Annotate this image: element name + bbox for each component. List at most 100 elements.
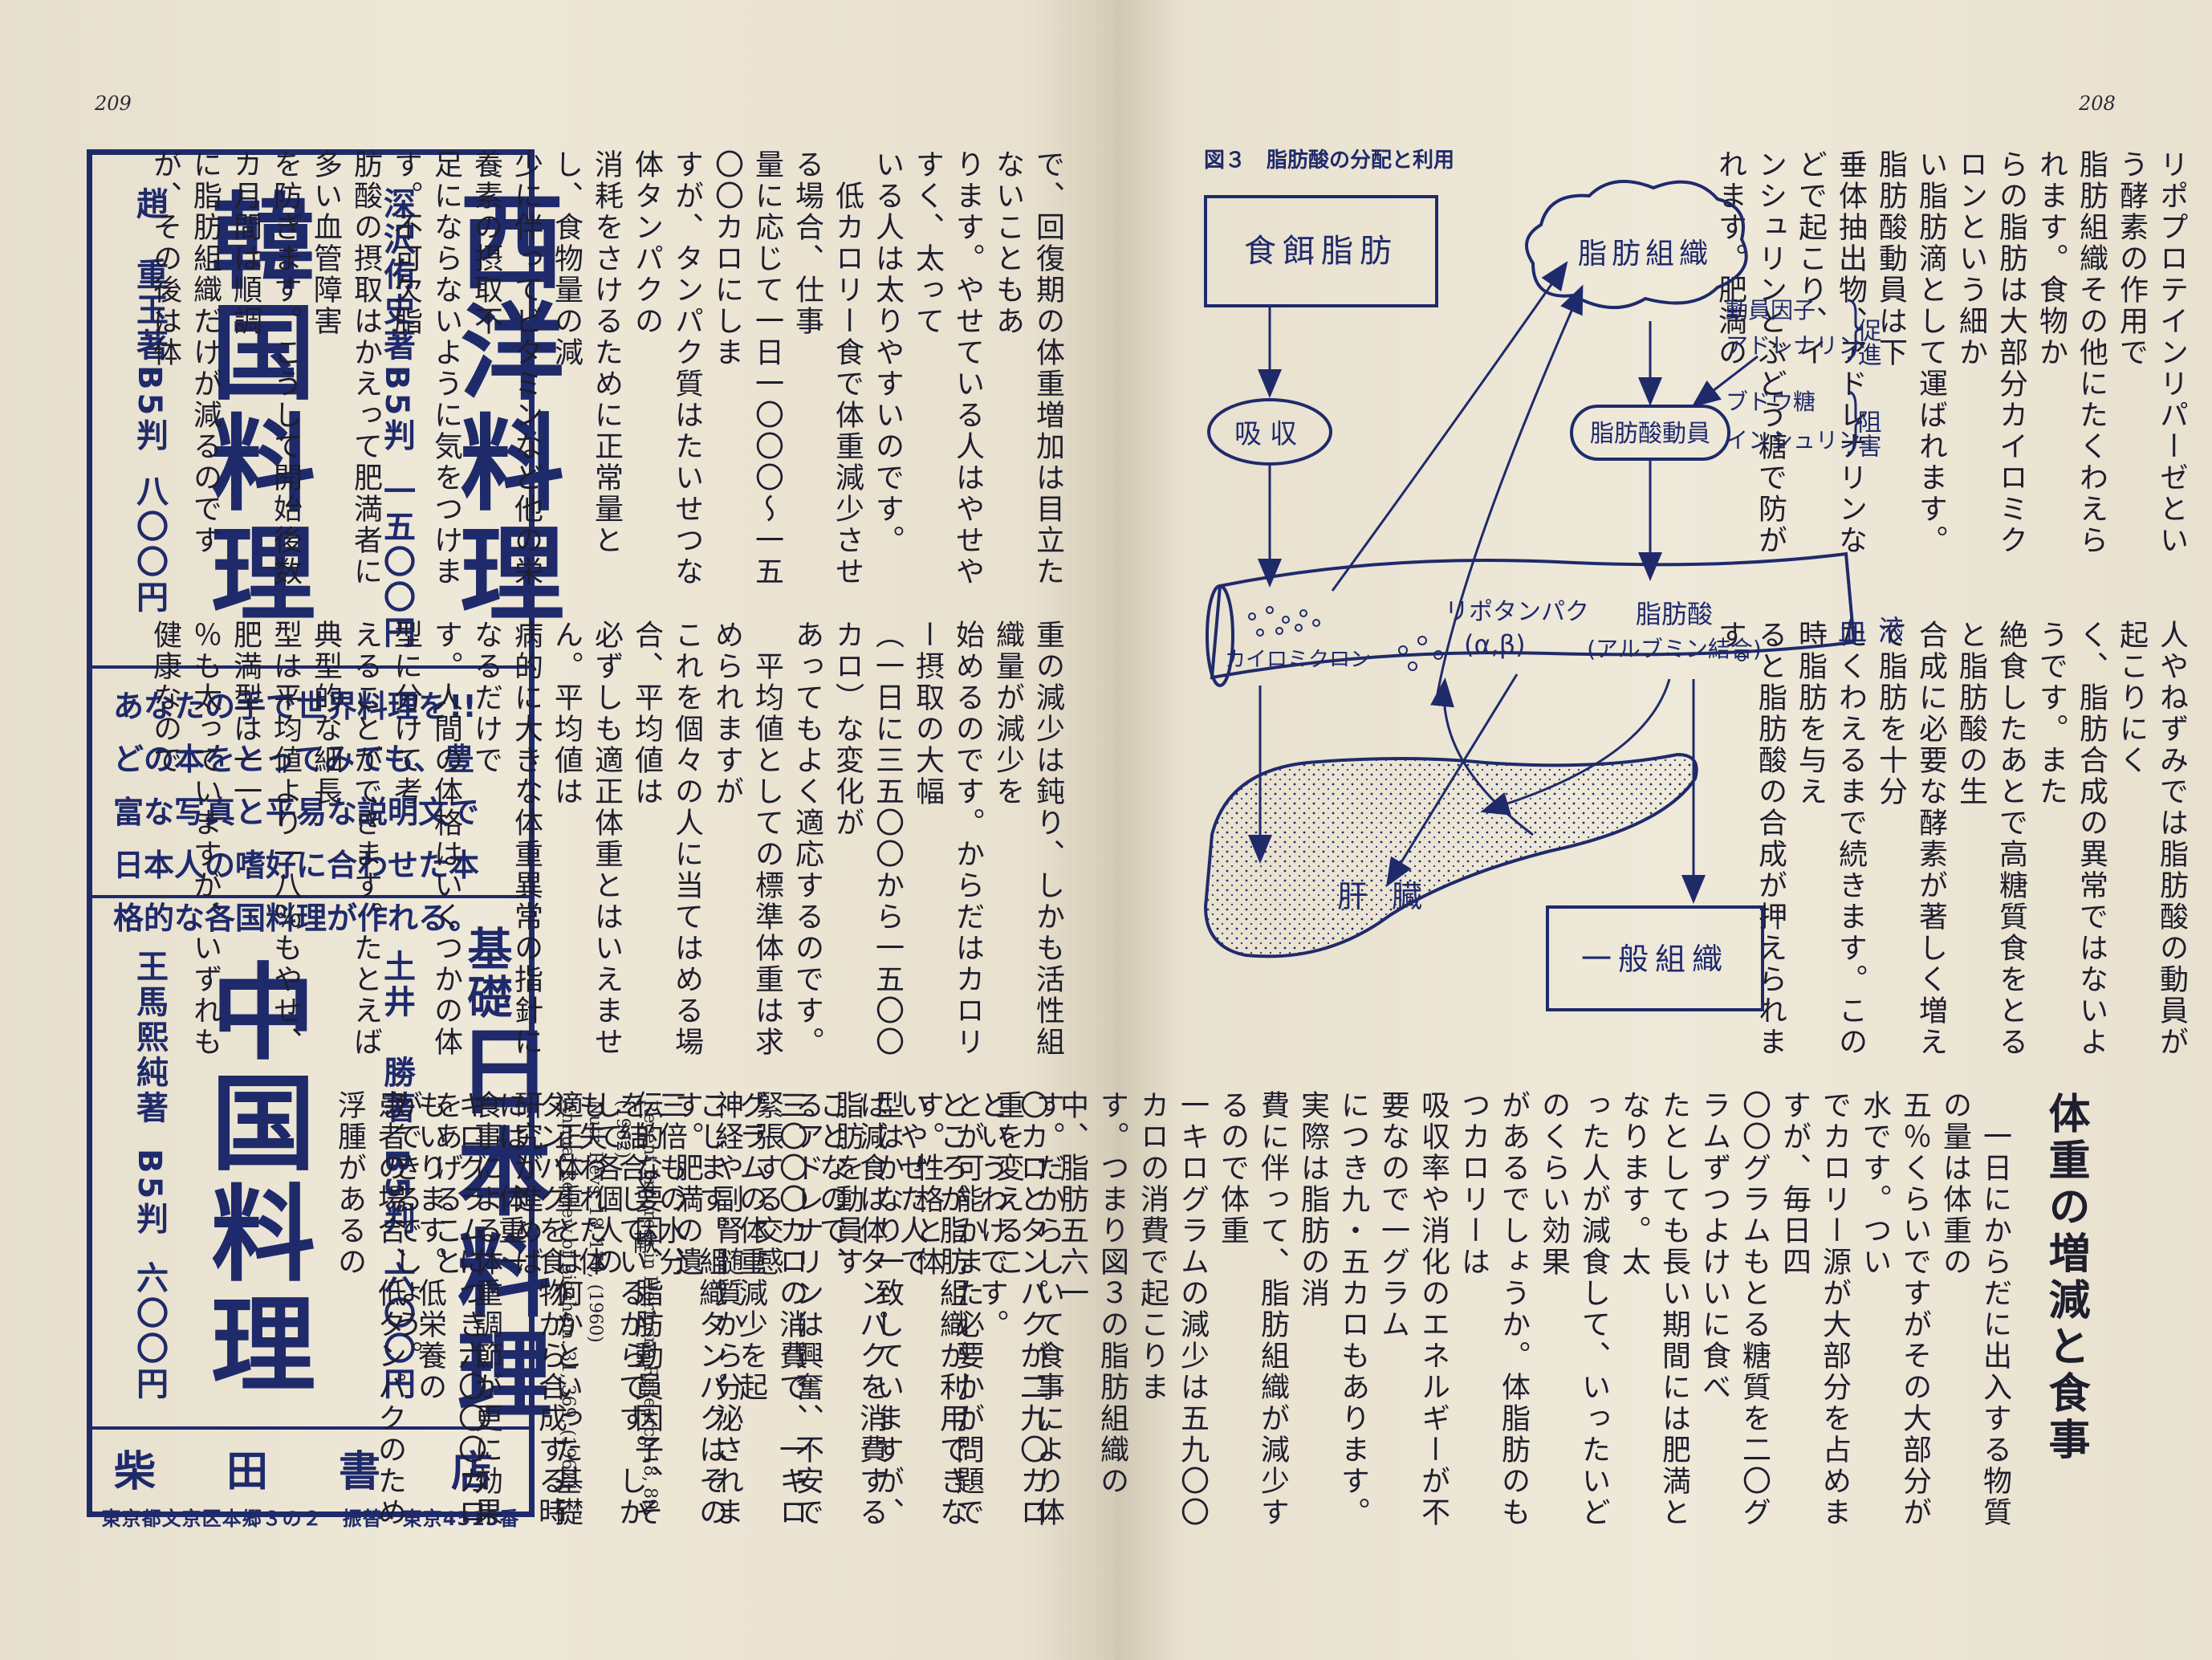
ad-book4-title: 中国料理 (193, 958, 315, 1401)
references-heading: 文 献 (628, 1172, 657, 1259)
advertisement-box: 西洋料理 深沢侑史著 B5判 一五〇〇円 韓国料理 趙 重玉著 B5判 八〇〇円… (87, 149, 564, 1530)
text-line: 絶食したあとで高糖質食をとると脂肪酸の生 (1954, 620, 2027, 1058)
text-line: 肪酸の摂取はかえって肥満者に多い血管障害 (309, 149, 382, 588)
text-line: で、回復期の体重増加は目立たないこともあ (991, 149, 1064, 588)
label-dietary-fat: 食餌脂肪 (1244, 233, 1398, 270)
text-line: こします。組織タンパクはその三倍もの水分 (654, 1090, 727, 1528)
ad-book1-format: B5判 (378, 365, 415, 454)
brace-promote (1847, 299, 1863, 360)
section-heading: 体重の増減と食事 (2041, 1092, 2090, 1464)
text-line: があるでしょうか。体脂肪のもつカロリーは (1457, 1090, 1530, 1528)
text-line: 平均値としての標準体重は求められますが (710, 620, 783, 1058)
text-line: たとしても長い期間には肥満となります。太 (1617, 1090, 1690, 1528)
text-line: ところが脂肪組織が利用できないやせた人で (895, 1090, 968, 1528)
ad-desc-line: 日本人の嗜好に合わせた本 (113, 848, 480, 883)
label-fatty-acid-sub: (アルブミン結合) (1587, 636, 1762, 662)
label-promote-factor1: 動員因子 (1726, 297, 1816, 323)
label-promote-factor2: アドレナリン (1726, 332, 1860, 359)
ad-book3-title-prefix: 基礎 (460, 926, 512, 1022)
text-column-bottom: 一日にからだに出入する物質の量は体重の 五％くらいですがその大部分が水です。つい… (333, 1090, 2015, 1540)
text-column-upper: で、回復期の体重増加は目立たないこともあ ります。やせている人はやせやすく、太っ… (148, 149, 1067, 599)
text-line: 型はかなり一致していますが、脂肪を動員す (831, 1090, 904, 1528)
text-line: 一日にからだに出入する物質の量は体重の (1938, 1090, 2011, 1528)
text-line: 一キログラムの減少は五九〇〇カロの消費で起こりま (1136, 1090, 1209, 1528)
arrow-factors (1691, 355, 1759, 408)
text-line: 垂体抽出物、アドレナリンなどで起こり、イ (1794, 149, 1867, 556)
text-line: 〇〇グラムもとる糖質を二〇グラムずつよけいに食べ (1698, 1090, 1771, 1528)
reference-item: Recent Progress in Hormone Research 18, … (612, 1100, 660, 1516)
text-line: これを個々の人に当てはめる場合、平均値は (630, 620, 703, 1058)
text-column-top-right: リポプロテインリパーゼという酵素の作用で 脂肪組織その他にたくわえられます。食物… (1714, 149, 2191, 583)
chylomicron-dots (1248, 606, 1443, 671)
text-line: 始めるのです。からだはカロリー摂取の大幅 (911, 620, 984, 1058)
text-line: す。つまり図３の脂肪組織の中、脂肪五六一 (1055, 1090, 1128, 1497)
text-line: は減食は体タンパクを消費することなので、 (815, 1090, 888, 1528)
text-column-lower: す。だからしいて食事により体重を変えるこ とが可能かまた必要かが問題です。性格と… (389, 1090, 1067, 1540)
label-lipoprotein: リポタンパク (1445, 598, 1589, 626)
text-line: るアドレナリンは興奮、不安で緊張する交感 (750, 1090, 823, 1528)
ad-desc-line: 富な写真と平易な説明文で (113, 795, 480, 830)
ad-book2-price: 八〇〇円 (131, 474, 168, 616)
right-page: 208 リポプロテインリパーゼという酵素の作用で 脂肪組織その他にたくわえられま… (333, 0, 2212, 1660)
figure-caption: 図３ 脂肪酸の分配と利用 (1204, 149, 1454, 173)
brace-inhibit (1847, 390, 1863, 454)
text-line: いる人は太りやすいのです。 (871, 149, 904, 556)
label-inhibit-factor2: インシュリン (1726, 427, 1860, 454)
cloud-adipose-tissue (1525, 180, 1748, 309)
flow-arrows (1248, 261, 1706, 904)
text-line: 型は平均値より一八％もやせ、肥満型は一一 (229, 620, 302, 1058)
text-line: あってもよく適応するのです。 (791, 620, 823, 1058)
text-line: 五％くらいですがその大部分が水です。つい (1858, 1090, 1931, 1528)
text-line: ％も太っていますが、いずれも健康なので (148, 620, 222, 1058)
label-lipoprotein-sub: (α,β) (1464, 629, 1526, 660)
oval-absorption (1207, 398, 1332, 466)
vessel-opening (1206, 584, 1234, 687)
text-line: 合成に必要な酵素が著しく増えて脂肪を十分 (1874, 620, 1947, 1058)
text-line: （一日に三五〇〇から一五〇〇カロ）な変化が (831, 620, 904, 1058)
text-line: 神経や副腎髄質から分泌されます。肥満の遺 (670, 1090, 743, 1528)
blood-vessel (1210, 551, 1856, 680)
text-line: 脂肪組織その他にたくわえられます。食物か (2035, 149, 2108, 556)
text-column-middle: 重の減少は鈍り、しかも活性組織量が減少を 始めるのです。からだはカロリー摂取の大… (148, 620, 1067, 1069)
text-line: 量に応じて一日一〇〇〇～一五〇〇カロにしま (710, 149, 783, 588)
label-fatty-acid: 脂肪酸 (1636, 599, 1713, 629)
text-line: タンパクを食物から合成する時には、体重一 (494, 1090, 567, 1528)
text-line: 吸収率や消化のエネルギーが不要なので一グラム (1376, 1090, 1450, 1528)
text-line: を結合しているからです。しかも失われた体 (574, 1090, 647, 1528)
text-line: すが、タンパク質はたいせつな体タンパクの (630, 149, 703, 588)
text-line: 患者の場合、低タンパクのため浮腫があるの (333, 1090, 406, 1528)
text-line: 低カロリー食で体重減少させる場合、仕事 (791, 149, 864, 588)
box-dietary-fat (1204, 195, 1438, 307)
text-line: った人が減食して、いったいどのくらい効果 (1537, 1090, 1610, 1528)
ad-book1-author: 深沢侑史著 (378, 187, 415, 364)
text-line: 少に伴ってビタミンなど他の栄養素の摂取不 (470, 149, 543, 588)
text-line: 人やねずみでは脂肪酸の動員が起こりにく (2115, 620, 2188, 1058)
label-inhibit-factor1: ブドウ糖 (1726, 389, 1816, 415)
label-inhibit: 阻害 (1853, 409, 1881, 458)
ad-book1-title: 西洋料理 (442, 187, 564, 630)
publisher-name: 柴 田 書 店 (113, 1448, 507, 1496)
reference-item: Annual Review of Biochem. 31, 369, (1962… (558, 1100, 578, 1488)
label-adipose-tissue: 脂肪組織 (1578, 238, 1713, 271)
publisher-address: 東京都文京区本郷３の２ 振替 東京4515番 (101, 1507, 520, 1530)
references-list: Recent Progress in Hormone Research 18, … (554, 1100, 663, 1533)
text-line: ります。やせている人はやせやすく、太って (911, 149, 984, 588)
text-line: えることができます。たとえば典型的な細長 (309, 620, 382, 1058)
text-line: 適正体重とは何かといった基礎研究が進めば (510, 1090, 583, 1528)
ad-description: あなたの手で世界料理を!! どの本をとってみても、豊 富な写真と平易な説明文で … (92, 665, 529, 936)
text-line: す。だからしいて食事により体重を変えるこ (991, 1090, 1064, 1528)
reference-item: Nutr. Revs. 18, 170, (1960) (585, 1100, 605, 1343)
ad-desc-line: どの本をとってみても、豊 (113, 742, 474, 777)
text-line: リポプロテインリパーゼという酵素の作用で (2115, 149, 2188, 556)
ad-book3-format: B5判 (378, 1149, 415, 1238)
text-line: 足にならないように気をつけます。不可欠脂 (389, 149, 462, 588)
ad-book1-price: 一五〇〇円 (378, 474, 415, 651)
ad-tagline: あなたの手で世界料理を!! (113, 689, 477, 724)
ad-book2-title: 韓国料理 (193, 187, 315, 630)
text-line: たくわえるまで続きます。この時脂肪を与え (1794, 620, 1867, 1058)
text-line: でカロリー源が大部分を占めますが、毎日四 (1778, 1090, 1851, 1528)
ad-book2-format: B5判 (131, 365, 168, 454)
label-liver: 肝臓 (1337, 879, 1446, 914)
label-blood: 血液 (1838, 615, 1902, 648)
